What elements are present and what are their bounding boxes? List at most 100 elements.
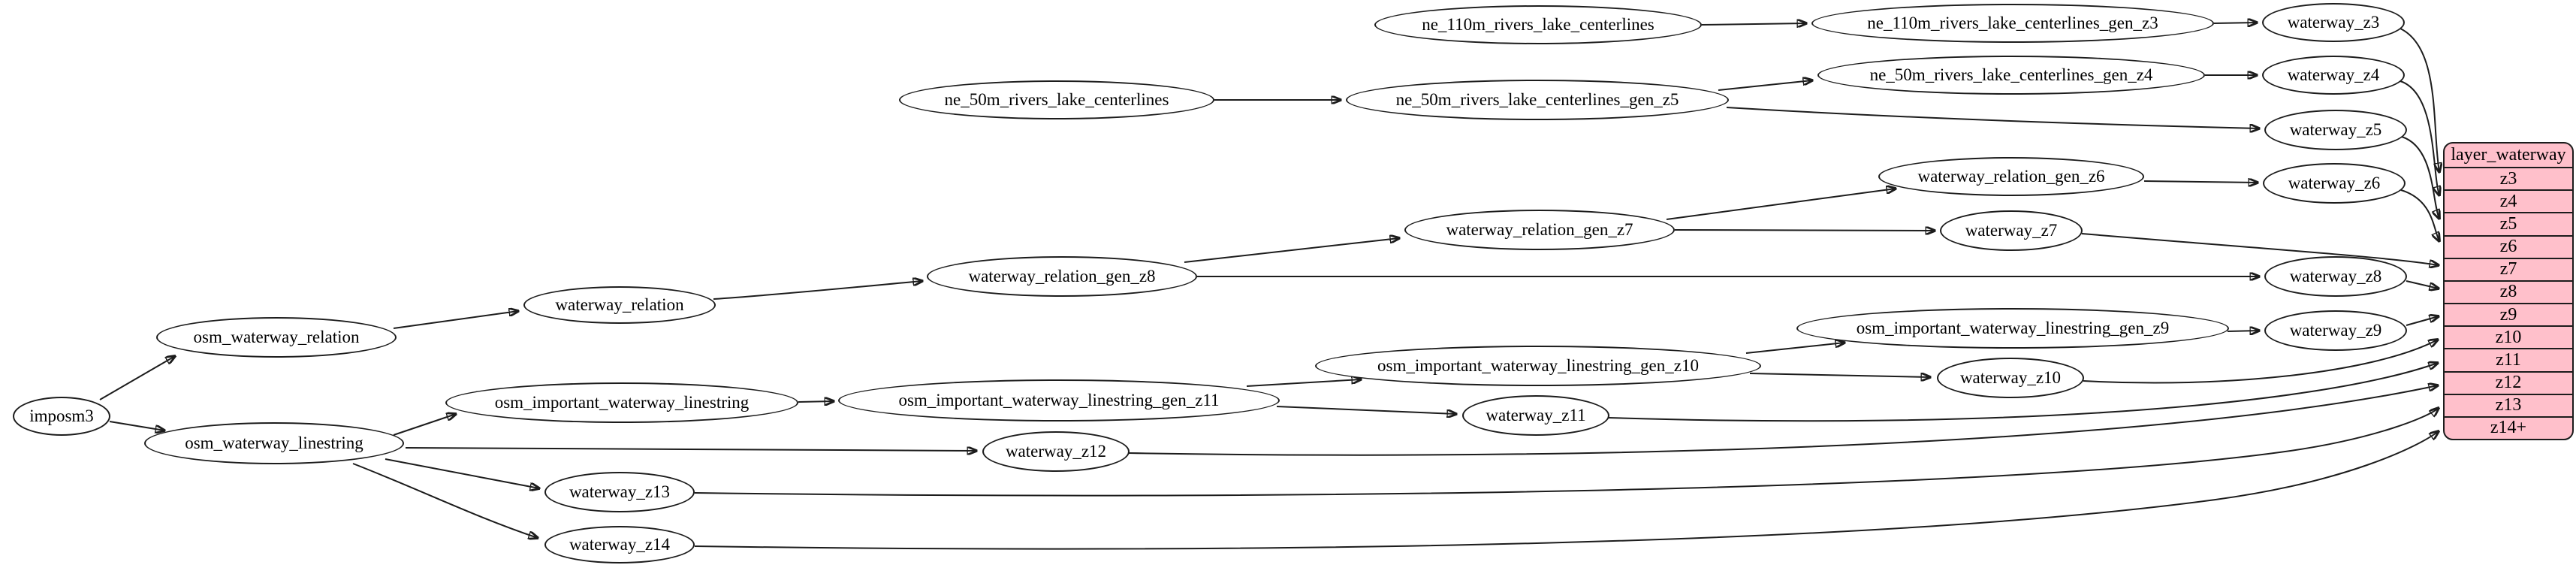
node-label: ne_110m_rivers_lake_centerlines [1422, 15, 1654, 34]
edge-ne_110m-gen_z3 [1701, 23, 1806, 25]
edge-waterway_z12-row_z12 [1128, 385, 2438, 456]
node-waterway_z5: waterway_z5 [2264, 110, 2407, 150]
table-row-z11: z11 [2445, 348, 2572, 370]
node-osm_important_waterway_linestring_gen_z9: osm_important_waterway_linestring_gen_z9 [1796, 308, 2229, 349]
node-label: waterway_z8 [2289, 267, 2382, 286]
node-osm_important_waterway_linestring: osm_important_waterway_linestring [445, 382, 798, 423]
table-row-z13: z13 [2445, 393, 2572, 416]
edge-waterway_z9-row_z9 [2406, 316, 2439, 326]
edge-osm_waterway_linestring-osm_important [393, 414, 456, 436]
node-waterway_z3: waterway_z3 [2262, 3, 2405, 42]
edge-waterway_z5-row_z5 [2401, 136, 2439, 219]
edge-gen_z5-gen_z4 [1718, 80, 1812, 91]
node-ne_110m_rivers_lake_centerlines_gen_z3: ne_110m_rivers_lake_centerlines_gen_z3 [1811, 4, 2214, 43]
node-label: waterway_z13 [569, 482, 671, 501]
edge-gen_z8-gen_z7 [1184, 238, 1399, 263]
node-label: osm_important_waterway_linestring_gen_z1… [1377, 356, 1699, 375]
table-row-z3: z3 [2445, 167, 2572, 189]
edge-gen_z5-waterway_z5 [1726, 107, 2259, 128]
node-waterway_relation_gen_z8: waterway_relation_gen_z8 [927, 256, 1197, 297]
node-label: osm_important_waterway_linestring_gen_z9 [1856, 319, 2170, 337]
node-waterway_z9: waterway_z9 [2264, 310, 2407, 351]
node-osm_waterway_relation: osm_waterway_relation [156, 317, 397, 358]
node-waterway_z11: waterway_z11 [1462, 395, 1609, 436]
edge-waterway_z14-row_z14 [694, 431, 2439, 550]
node-label: ne_50m_rivers_lake_centerlines [944, 90, 1169, 109]
node-waterway_z8: waterway_z8 [2264, 256, 2407, 297]
node-waterway_z6: waterway_z6 [2263, 163, 2406, 204]
edge-waterway_z11-row_z11 [1608, 363, 2438, 422]
edge-waterway_z10-row_z10 [2083, 340, 2438, 384]
table-row-z14plus: z14+ [2445, 415, 2572, 439]
node-label: waterway_relation [555, 295, 684, 314]
node-label: osm_waterway_linestring [185, 434, 363, 452]
table-row-z5: z5 [2445, 212, 2572, 234]
edge-imposm3-osm_waterway_relation [99, 356, 175, 400]
edge-waterway_z4-row_z4 [2400, 80, 2439, 195]
node-waterway_relation_gen_z6: waterway_relation_gen_z6 [1878, 157, 2144, 196]
table-header: layer_waterway [2451, 145, 2566, 165]
node-label: waterway_z14 [569, 535, 671, 554]
edge-waterway_z6-row_z6 [2400, 189, 2439, 241]
edge-gen_z11-gen_z10 [1246, 379, 1361, 387]
edge-gen_z6-waterway_z6 [2143, 181, 2258, 183]
edge-gen_z7-gen_z6 [1666, 189, 1896, 220]
node-label: waterway_z7 [1965, 221, 2058, 240]
node-label: waterway_z3 [2287, 13, 2380, 32]
table-row-z9: z9 [2445, 303, 2572, 325]
node-label: waterway_z6 [2288, 174, 2381, 192]
node-waterway_z4: waterway_z4 [2262, 56, 2405, 95]
node-label: osm_waterway_relation [193, 328, 360, 346]
node-label: ne_50m_rivers_lake_centerlines_gen_z4 [1869, 65, 2153, 84]
node-label: waterway_relation_gen_z8 [968, 267, 1156, 286]
node-waterway_z14: waterway_z14 [544, 526, 695, 563]
table-row-z4: z4 [2445, 189, 2572, 212]
node-imposm3: imposm3 [13, 397, 110, 436]
node-ne_110m_rivers_lake_centerlines: ne_110m_rivers_lake_centerlines [1374, 5, 1702, 44]
edge-osm_important-gen_z11 [798, 401, 834, 402]
edge-gen_z10-waterway_z10 [1749, 373, 1930, 377]
node-label: ne_50m_rivers_lake_centerlines_gen_z5 [1395, 90, 1679, 109]
node-label: waterway_relation_gen_z6 [1917, 167, 2105, 186]
table-row-z7: z7 [2445, 257, 2572, 280]
edge-osm_waterway_relation-waterway_relation [393, 311, 518, 329]
node-waterway_relation: waterway_relation [523, 286, 716, 324]
table-row-z6: z6 [2445, 234, 2572, 258]
node-label: waterway_z10 [1959, 368, 2062, 387]
node-label: imposm3 [29, 406, 94, 425]
node-osm_waterway_linestring: osm_waterway_linestring [144, 422, 404, 464]
node-label: osm_important_waterway_linestring_gen_z1… [898, 391, 1220, 409]
node-waterway_z7: waterway_z7 [1940, 210, 2083, 251]
node-waterway_z13: waterway_z13 [544, 472, 695, 512]
node-label: waterway_z9 [2289, 321, 2382, 340]
table-row-z12: z12 [2445, 370, 2572, 394]
edge-waterway_z13-row_z13 [694, 408, 2439, 497]
edge-gen_z7-waterway_z7 [1674, 230, 1935, 231]
node-waterway_relation_gen_z7: waterway_relation_gen_z7 [1404, 210, 1675, 250]
node-label: waterway_z4 [2287, 65, 2380, 84]
edge-osm_waterway_linestring-waterway_z14 [352, 463, 538, 538]
node-ne_50m_rivers_lake_centerlines: ne_50m_rivers_lake_centerlines [899, 80, 1214, 119]
edge-waterway_z7-row_z7 [2081, 233, 2439, 265]
node-label: waterway_z11 [1486, 406, 1586, 425]
node-label: waterway_z12 [1005, 442, 1107, 461]
node-label: ne_110m_rivers_lake_centerlines_gen_z3 [1867, 14, 2158, 32]
node-ne_50m_rivers_lake_centerlines_gen_z5: ne_50m_rivers_lake_centerlines_gen_z5 [1346, 80, 1729, 120]
node-label: waterway_z5 [2289, 120, 2382, 139]
edge-imposm3-osm_waterway_linestring [109, 421, 164, 431]
edge-waterway_z8-row_z8 [2406, 280, 2439, 289]
node-label: waterway_relation_gen_z7 [1446, 220, 1633, 239]
edge-osm_waterway_linestring-waterway_z12 [405, 448, 976, 451]
edge-gen_z11-waterway_z11 [1276, 406, 1456, 414]
table-row-z8: z8 [2445, 279, 2572, 303]
node-waterway_z12: waterway_z12 [982, 431, 1130, 472]
edge-waterway_relation-waterway_relation_gen_z8 [713, 281, 922, 300]
edge-osm_waterway_linestring-waterway_z13 [385, 458, 539, 488]
node-osm_important_waterway_linestring_gen_z11: osm_important_waterway_linestring_gen_z1… [838, 379, 1280, 421]
node-label: osm_important_waterway_linestring [494, 393, 750, 412]
edge-waterway_z3-row_z3 [2400, 28, 2439, 172]
layer-waterway-table: layer_waterway z3 z4 z5 z6 z7 z8 z9 z10 … [2443, 142, 2574, 440]
node-ne_50m_rivers_lake_centerlines_gen_z4: ne_50m_rivers_lake_centerlines_gen_z4 [1817, 56, 2205, 95]
